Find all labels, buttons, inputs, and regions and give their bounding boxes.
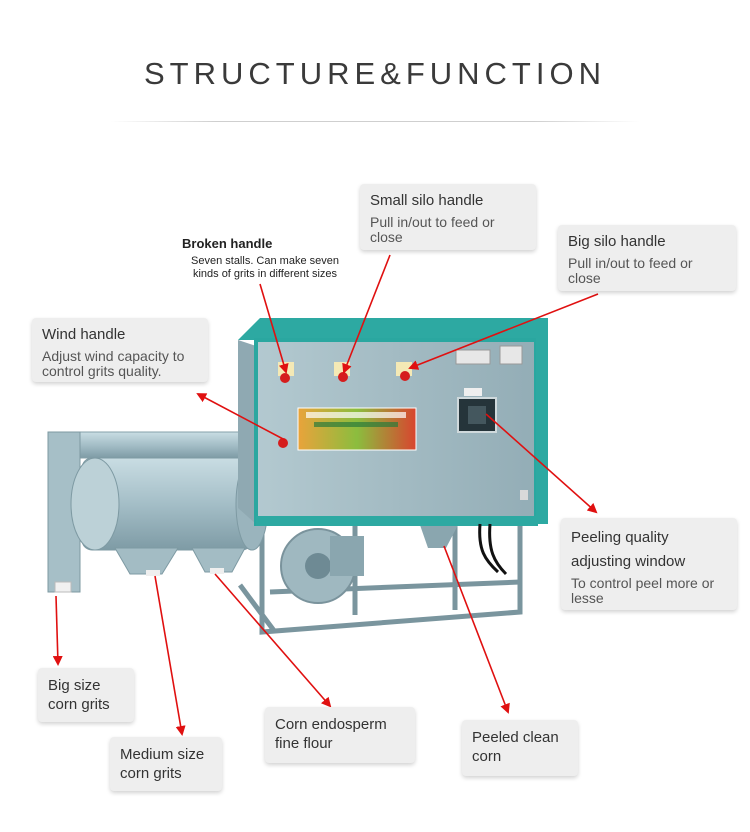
callout-broken-title: Broken handle: [182, 236, 273, 251]
callout-peeling-title: Peeling quality adjusting window: [571, 529, 686, 570]
pointer-arrows: [52, 254, 599, 736]
callout-endosperm-title: Corn endosperm fine flour: [275, 716, 387, 752]
blower: [280, 525, 458, 604]
callout-medium-size-grits: Medium size corn grits: [110, 737, 222, 791]
callout-broken-handle: Broken handle Seven stalls. Can make sev…: [182, 236, 348, 281]
page-title: STRUCTURE&FUNCTION: [144, 56, 606, 91]
air-pipe: [57, 431, 259, 459]
callout-big-size-title: Big size corn grits: [48, 677, 110, 713]
arrow-wind: [196, 393, 286, 441]
callout-wind-title: Wind handle: [42, 326, 126, 343]
arrow-big-silo: [408, 293, 599, 370]
title-divider: [110, 121, 640, 122]
callout-medium-size-title: Medium size corn grits: [120, 746, 205, 782]
callout-small-silo-handle: Small silo handle Pull in/out to feed or…: [360, 184, 536, 250]
arrow-small-silo: [342, 254, 391, 374]
arrow-big-size: [52, 595, 63, 666]
callout-broken-desc: Seven stalls. Can make seven kinds of gr…: [191, 255, 339, 280]
callout-peeling-window: Peeling quality adjusting window To cont…: [561, 518, 737, 610]
callout-wind-handle: Wind handle Adjust wind capacity to cont…: [32, 318, 208, 382]
callout-peeling-desc: To control peel more or lesse: [571, 575, 715, 606]
callout-peeled-clean-corn: Peeled clean corn: [462, 720, 578, 776]
sieve-drum: [70, 457, 269, 576]
arrow-broken: [259, 283, 289, 374]
callout-big-silo-handle: Big silo handle Pull in/out to feed or c…: [558, 225, 736, 291]
callout-peeled-title: Peeled clean corn: [472, 729, 559, 765]
arrow-endosperm: [214, 573, 332, 708]
callout-wind-desc: Adjust wind capacity to control grits qu…: [42, 348, 185, 379]
arrow-peeled: [443, 545, 510, 714]
callout-big-silo-title: Big silo handle: [568, 233, 666, 250]
arrow-medium-size: [154, 575, 186, 736]
callout-small-silo-desc: Pull in/out to feed or close: [370, 214, 495, 245]
callout-corn-endosperm: Corn endosperm fine flour: [265, 707, 415, 763]
arrow-peeling: [485, 413, 598, 514]
callout-big-size-grits: Big size corn grits: [38, 668, 134, 722]
callout-big-silo-desc: Pull in/out to feed or close: [568, 255, 693, 286]
control-cabinet: [238, 318, 548, 576]
callout-small-silo-title: Small silo handle: [370, 192, 484, 209]
